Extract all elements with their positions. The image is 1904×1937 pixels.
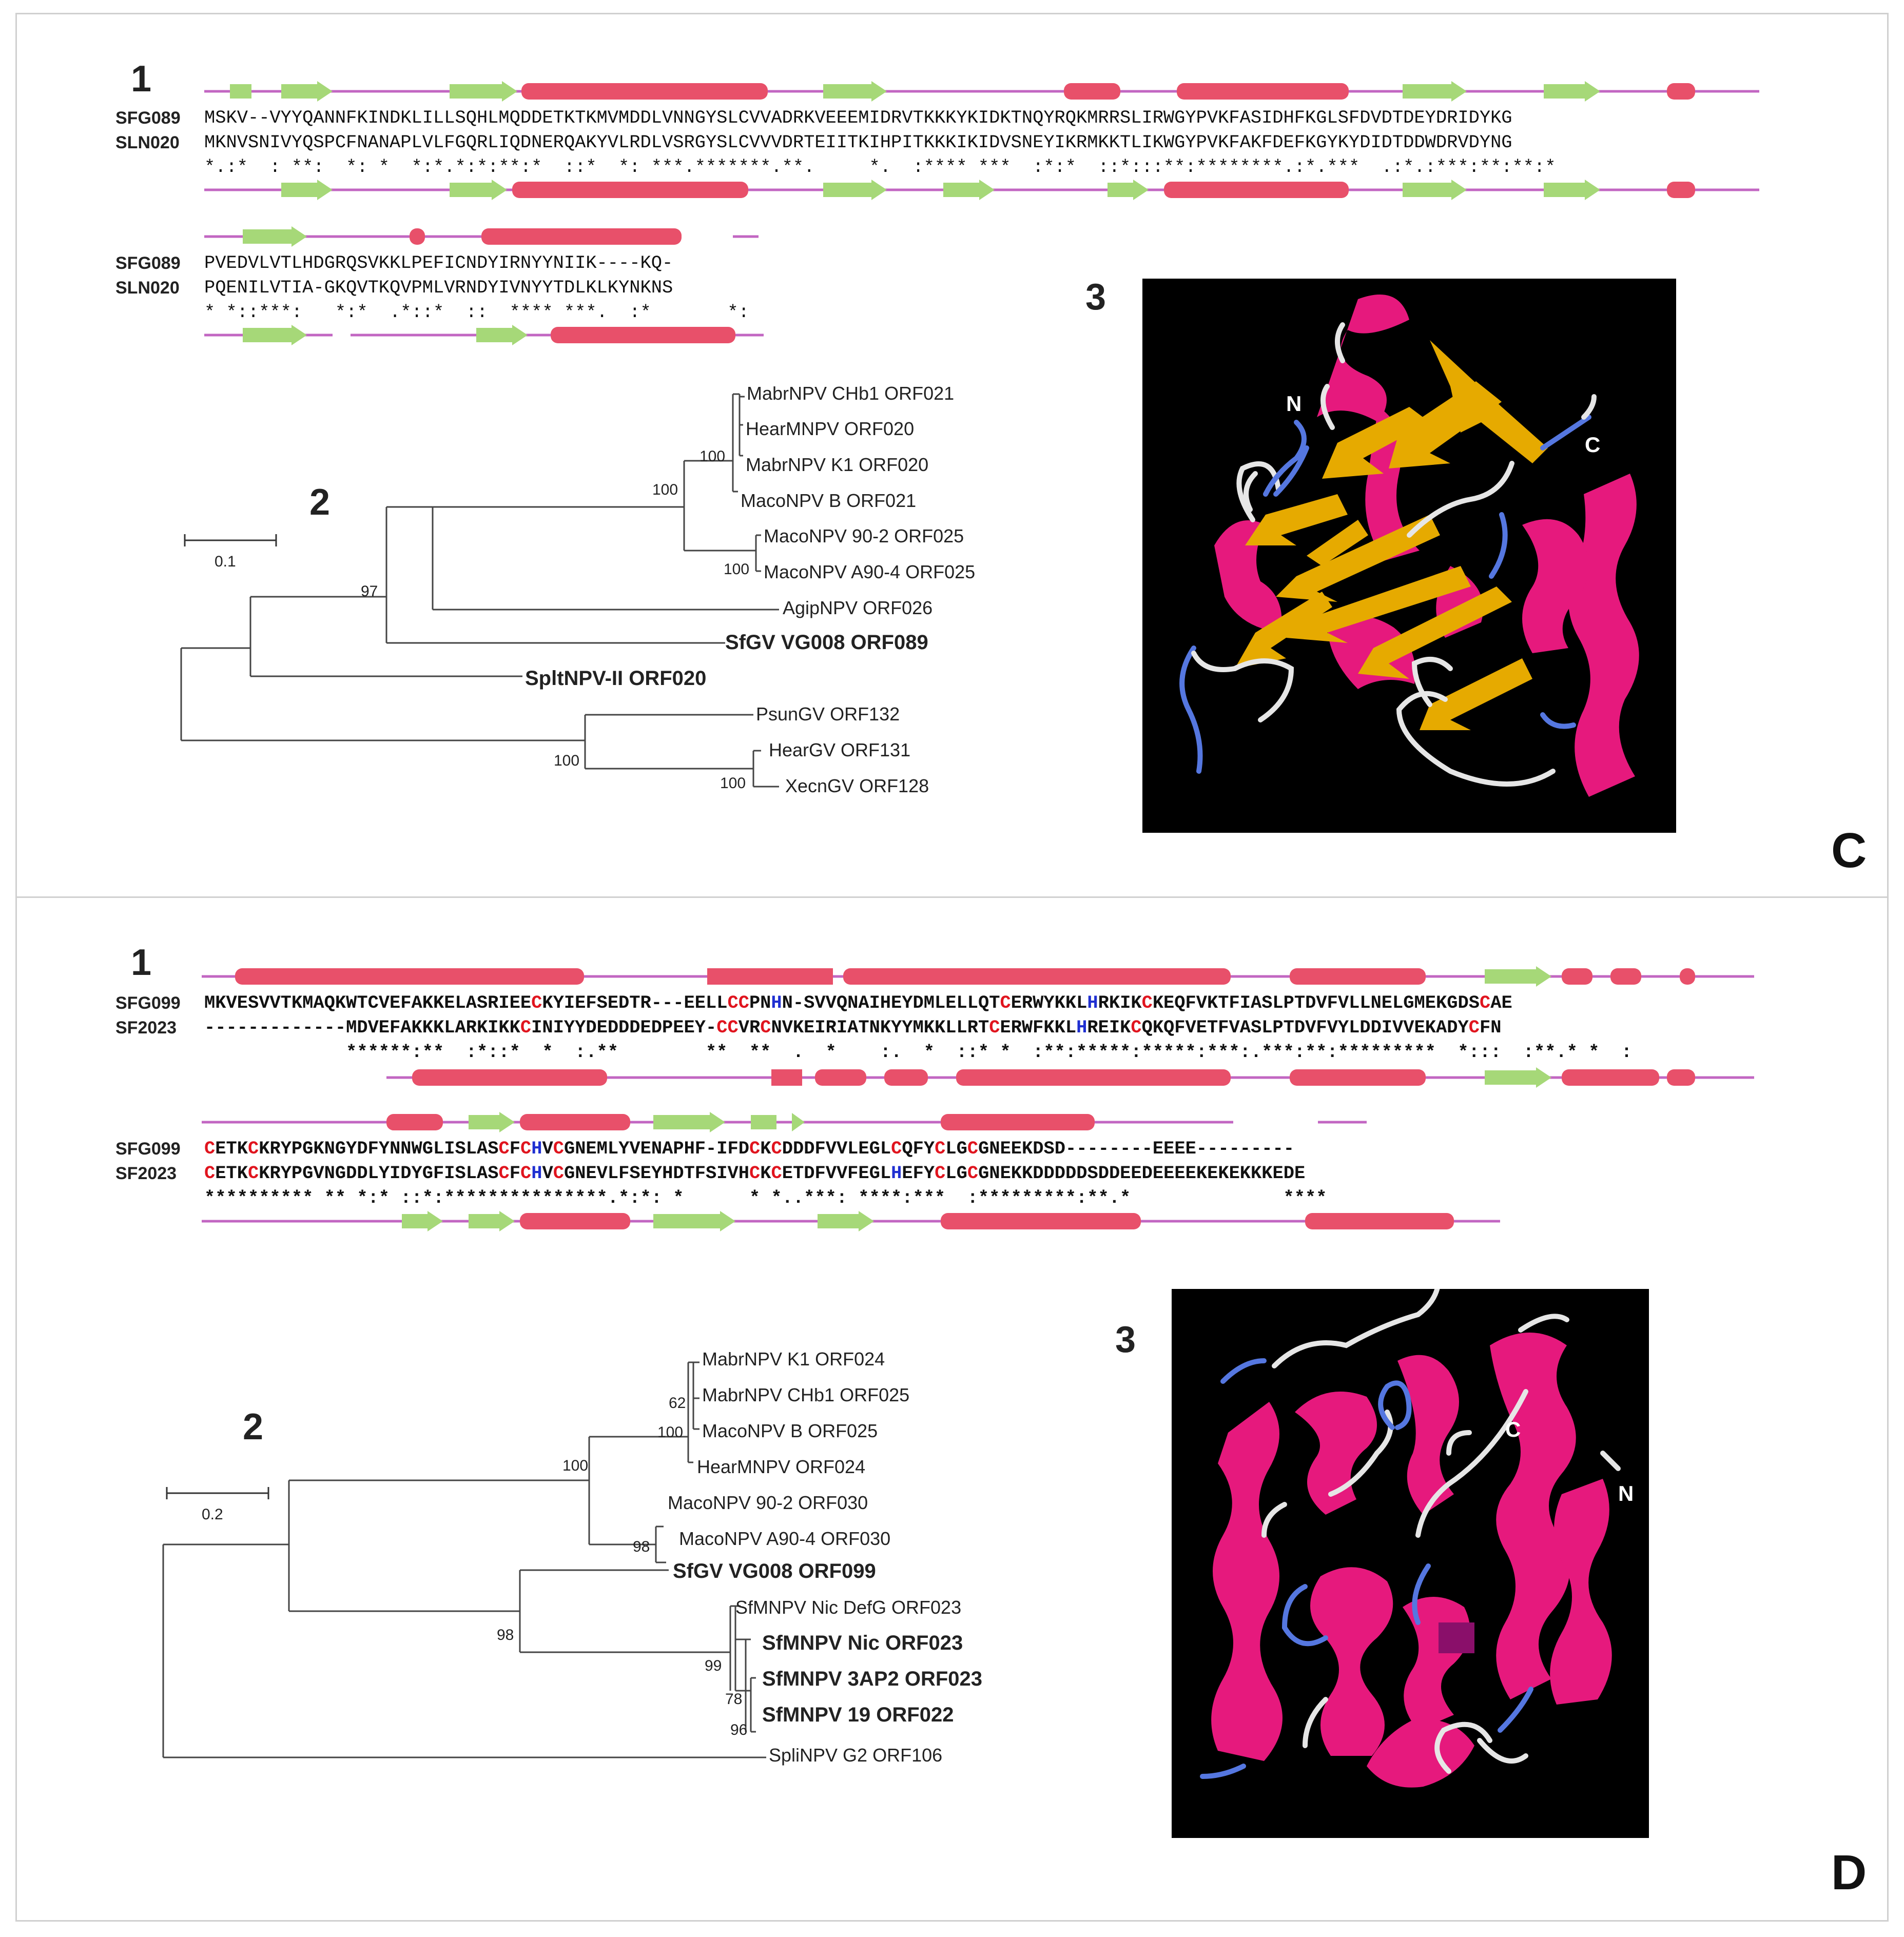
seq-row: CETKCKRYPGVNGDDLYIDYGFISLASCFCHVCGNEVLFS… [204, 1163, 1306, 1184]
protein-structure-c: N C [1142, 279, 1676, 833]
tree-leaf: SpliNPV G2 ORF106 [769, 1745, 943, 1766]
tree-leaf-highlight: SfMNPV 19 ORF022 [762, 1704, 954, 1726]
panel-d-label-1: 1 [131, 942, 152, 983]
seq-label: SF2023 [115, 1164, 177, 1183]
panel-d: 1 SFG099 MKVESVVTKMAQKWTCVEFAKKELASRIEEC… [15, 898, 1889, 1922]
tree-leaf: MacoNPV 90-2 ORF030 [668, 1492, 868, 1513]
ss-track-c2-top [204, 226, 759, 247]
scale-label: 0.2 [202, 1506, 223, 1523]
bootstrap-value: 100 [562, 1457, 589, 1474]
c-terminus-label: C [1505, 1417, 1521, 1441]
bootstrap-value: 96 [730, 1721, 748, 1738]
panel-letter-c: C [1831, 823, 1867, 878]
panel-c-label-3: 3 [1085, 277, 1106, 318]
tree-leaf: MacoNPV A90-4 ORF025 [764, 561, 976, 582]
panel-d-label-2: 2 [243, 1406, 264, 1447]
bootstrap-value: 100 [554, 752, 580, 769]
scale-label: 0.1 [215, 553, 236, 570]
tree-leaf: HearMNPV ORF020 [746, 418, 915, 439]
panel-d-label-3: 3 [1115, 1319, 1136, 1360]
tree-leaf-highlight: SfGV VG008 ORF099 [673, 1560, 876, 1582]
seq-row: PVEDVLVTLHDGRQSVKKLPEFICNDYIRNYYNIIK----… [204, 253, 673, 273]
ss-track-d2-top [202, 1112, 1367, 1132]
scale-bar [184, 534, 277, 546]
tree-leaf: AgipNPV ORF026 [783, 597, 933, 618]
seq-label: SFG099 [115, 993, 181, 1013]
ss-track-c1-top [204, 81, 1759, 102]
tree-leaf: SfMNPV Nic DefG ORF023 [735, 1597, 962, 1618]
phylo-tree-c [180, 393, 779, 788]
tree-leaf: PsunGV ORF132 [756, 703, 900, 725]
panel-c-label-2: 2 [309, 482, 331, 523]
conservation-row: *.:* : **: *: * *:*.*:*:**:* ::* *: ***.… [204, 157, 1556, 178]
protein-structure-d: C N [1172, 1276, 1649, 1838]
bootstrap-value: 100 [657, 1424, 684, 1441]
n-terminus-label: N [1618, 1481, 1634, 1505]
panel-c: 1 SFG089 MSKV--VYYQANNFKINDKLILLSQHLMQDD… [15, 13, 1889, 898]
conservation-row: ********** ** *:* ::*:***************.*:… [204, 1188, 1327, 1208]
tree-leaf: HearGV ORF131 [769, 739, 911, 760]
tree-leaf-highlight: SfMNPV 3AP2 ORF023 [762, 1668, 983, 1690]
seq-row: MKVESVVTKMAQKWTCVEFAKKELASRIEECKYIEFSEDT… [204, 993, 1512, 1013]
ss-track-c1-bottom [204, 180, 1759, 200]
seq-row: MKNVSNIVYQSPCFNANAPLVLFGQRLIQDNERQAKYVLR… [204, 132, 1512, 153]
ribbon-model [1200, 1276, 1621, 1788]
seq-label: SF2023 [115, 1018, 177, 1038]
ss-track-d1-top [202, 966, 1754, 987]
tree-leaf: MacoNPV B ORF021 [741, 490, 917, 511]
tree-leaf: HearMNPV ORF024 [697, 1456, 866, 1477]
seq-row: CETKCKRYPGKNGYDFYNNWGLISLASCFCHVCGNEMLYV… [204, 1139, 1294, 1159]
bootstrap-value: 62 [669, 1395, 686, 1412]
bootstrap-value: 97 [361, 583, 378, 600]
tree-leaf-highlight: SfMNPV Nic ORF023 [762, 1632, 963, 1654]
bootstrap-value: 99 [705, 1657, 722, 1674]
conservation-row: * *::***: *:* .*::* :: **** ***. :* *: [204, 302, 749, 323]
ss-track-d1-bottom [386, 1067, 1754, 1088]
seq-row: PQENILVTIA-GKQVTKQVPMLVRNDYIVNYYTDLKLKYN… [204, 278, 673, 298]
seq-label: SFG099 [115, 1139, 181, 1159]
bootstrap-value: 100 [700, 448, 726, 465]
tree-leaf: MacoNPV 90-2 ORF025 [764, 525, 964, 546]
seq-row: -------------MDVEFAKKKLARKIKKCINIYYDEDDD… [204, 1018, 1502, 1038]
bootstrap-value: 100 [720, 775, 746, 792]
ribbon-model [1179, 295, 1639, 797]
tree-leaf-highlight: SpltNPV-II ORF020 [525, 667, 707, 690]
bootstrap-value: 98 [497, 1627, 514, 1643]
tree-leaf: MabrNPV CHb1 ORF021 [747, 383, 955, 404]
panel-c-label-1: 1 [131, 58, 152, 100]
ss-track-d2-bottom [202, 1211, 1500, 1231]
seq-label: SFG089 [115, 108, 181, 128]
bootstrap-value: 100 [652, 481, 678, 498]
tree-leaf: MacoNPV B ORF025 [702, 1420, 878, 1441]
panel-letter-d: D [1831, 1845, 1867, 1900]
bootstrap-value: 100 [724, 561, 750, 578]
conservation-row: ******:** :*::* * :.** ** ** . * :. * ::… [204, 1042, 1633, 1063]
seq-row: MSKV--VYYQANNFKINDKLILLSQHLMQDDETKTKMVMD… [204, 108, 1512, 128]
seq-label: SLN020 [115, 133, 180, 152]
tree-leaf-highlight: SfGV VG008 ORF089 [725, 631, 928, 654]
seq-label: SLN020 [115, 278, 180, 298]
ss-track-c2-bottom [204, 325, 764, 345]
tree-leaf: XecnGV ORF128 [785, 775, 929, 796]
bootstrap-value: 98 [633, 1538, 650, 1555]
tree-leaf: MabrNPV K1 ORF024 [702, 1348, 885, 1369]
tree-leaf: MabrNPV K1 ORF020 [746, 454, 929, 475]
n-terminus-label: N [1286, 392, 1302, 416]
bootstrap-value: 78 [725, 1691, 743, 1708]
seq-label: SFG089 [115, 253, 181, 273]
tree-leaf: MacoNPV A90-4 ORF030 [679, 1528, 891, 1549]
phylo-tree-d [162, 1361, 766, 1758]
scale-bar [166, 1487, 269, 1499]
c-terminus-label: C [1585, 433, 1601, 457]
tree-leaf: MabrNPV CHb1 ORF025 [702, 1384, 910, 1405]
